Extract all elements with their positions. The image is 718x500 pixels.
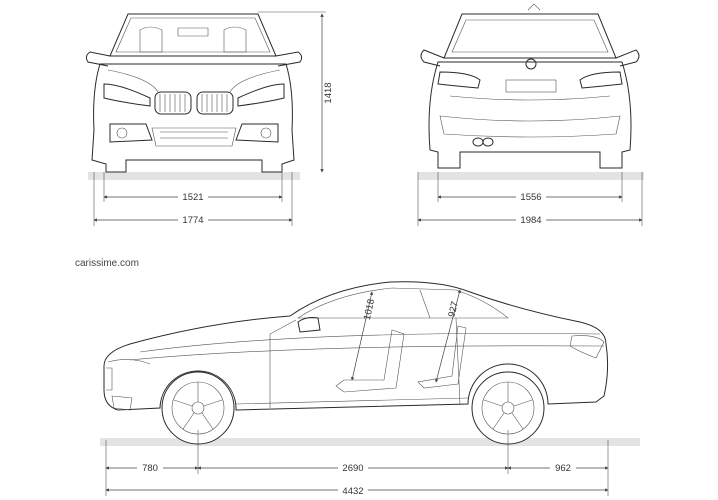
dim-rear-track: 1556 xyxy=(520,192,541,203)
dim-rear-headroom: 927 xyxy=(446,300,461,318)
dim-wheelbase: 2690 xyxy=(342,463,363,474)
side-ground-shadow xyxy=(100,438,640,446)
front-ground-shadow xyxy=(88,172,300,180)
front-view xyxy=(85,13,303,180)
side-view xyxy=(100,281,640,446)
dim-front-track: 1521 xyxy=(182,192,203,203)
dim-front-headroom: 1018 xyxy=(362,298,377,321)
dim-rear-overhang: 962 xyxy=(555,463,571,474)
dim-front-width: 1774 xyxy=(182,215,203,226)
rear-ground-shadow xyxy=(418,172,644,180)
dim-front-overhang: 780 xyxy=(142,463,158,474)
dim-height: 1418 xyxy=(323,82,334,103)
rear-view xyxy=(418,3,644,180)
dim-rear-width: 1984 xyxy=(520,215,541,226)
watermark: carissime.com xyxy=(75,258,139,269)
dim-length: 4432 xyxy=(342,486,363,497)
